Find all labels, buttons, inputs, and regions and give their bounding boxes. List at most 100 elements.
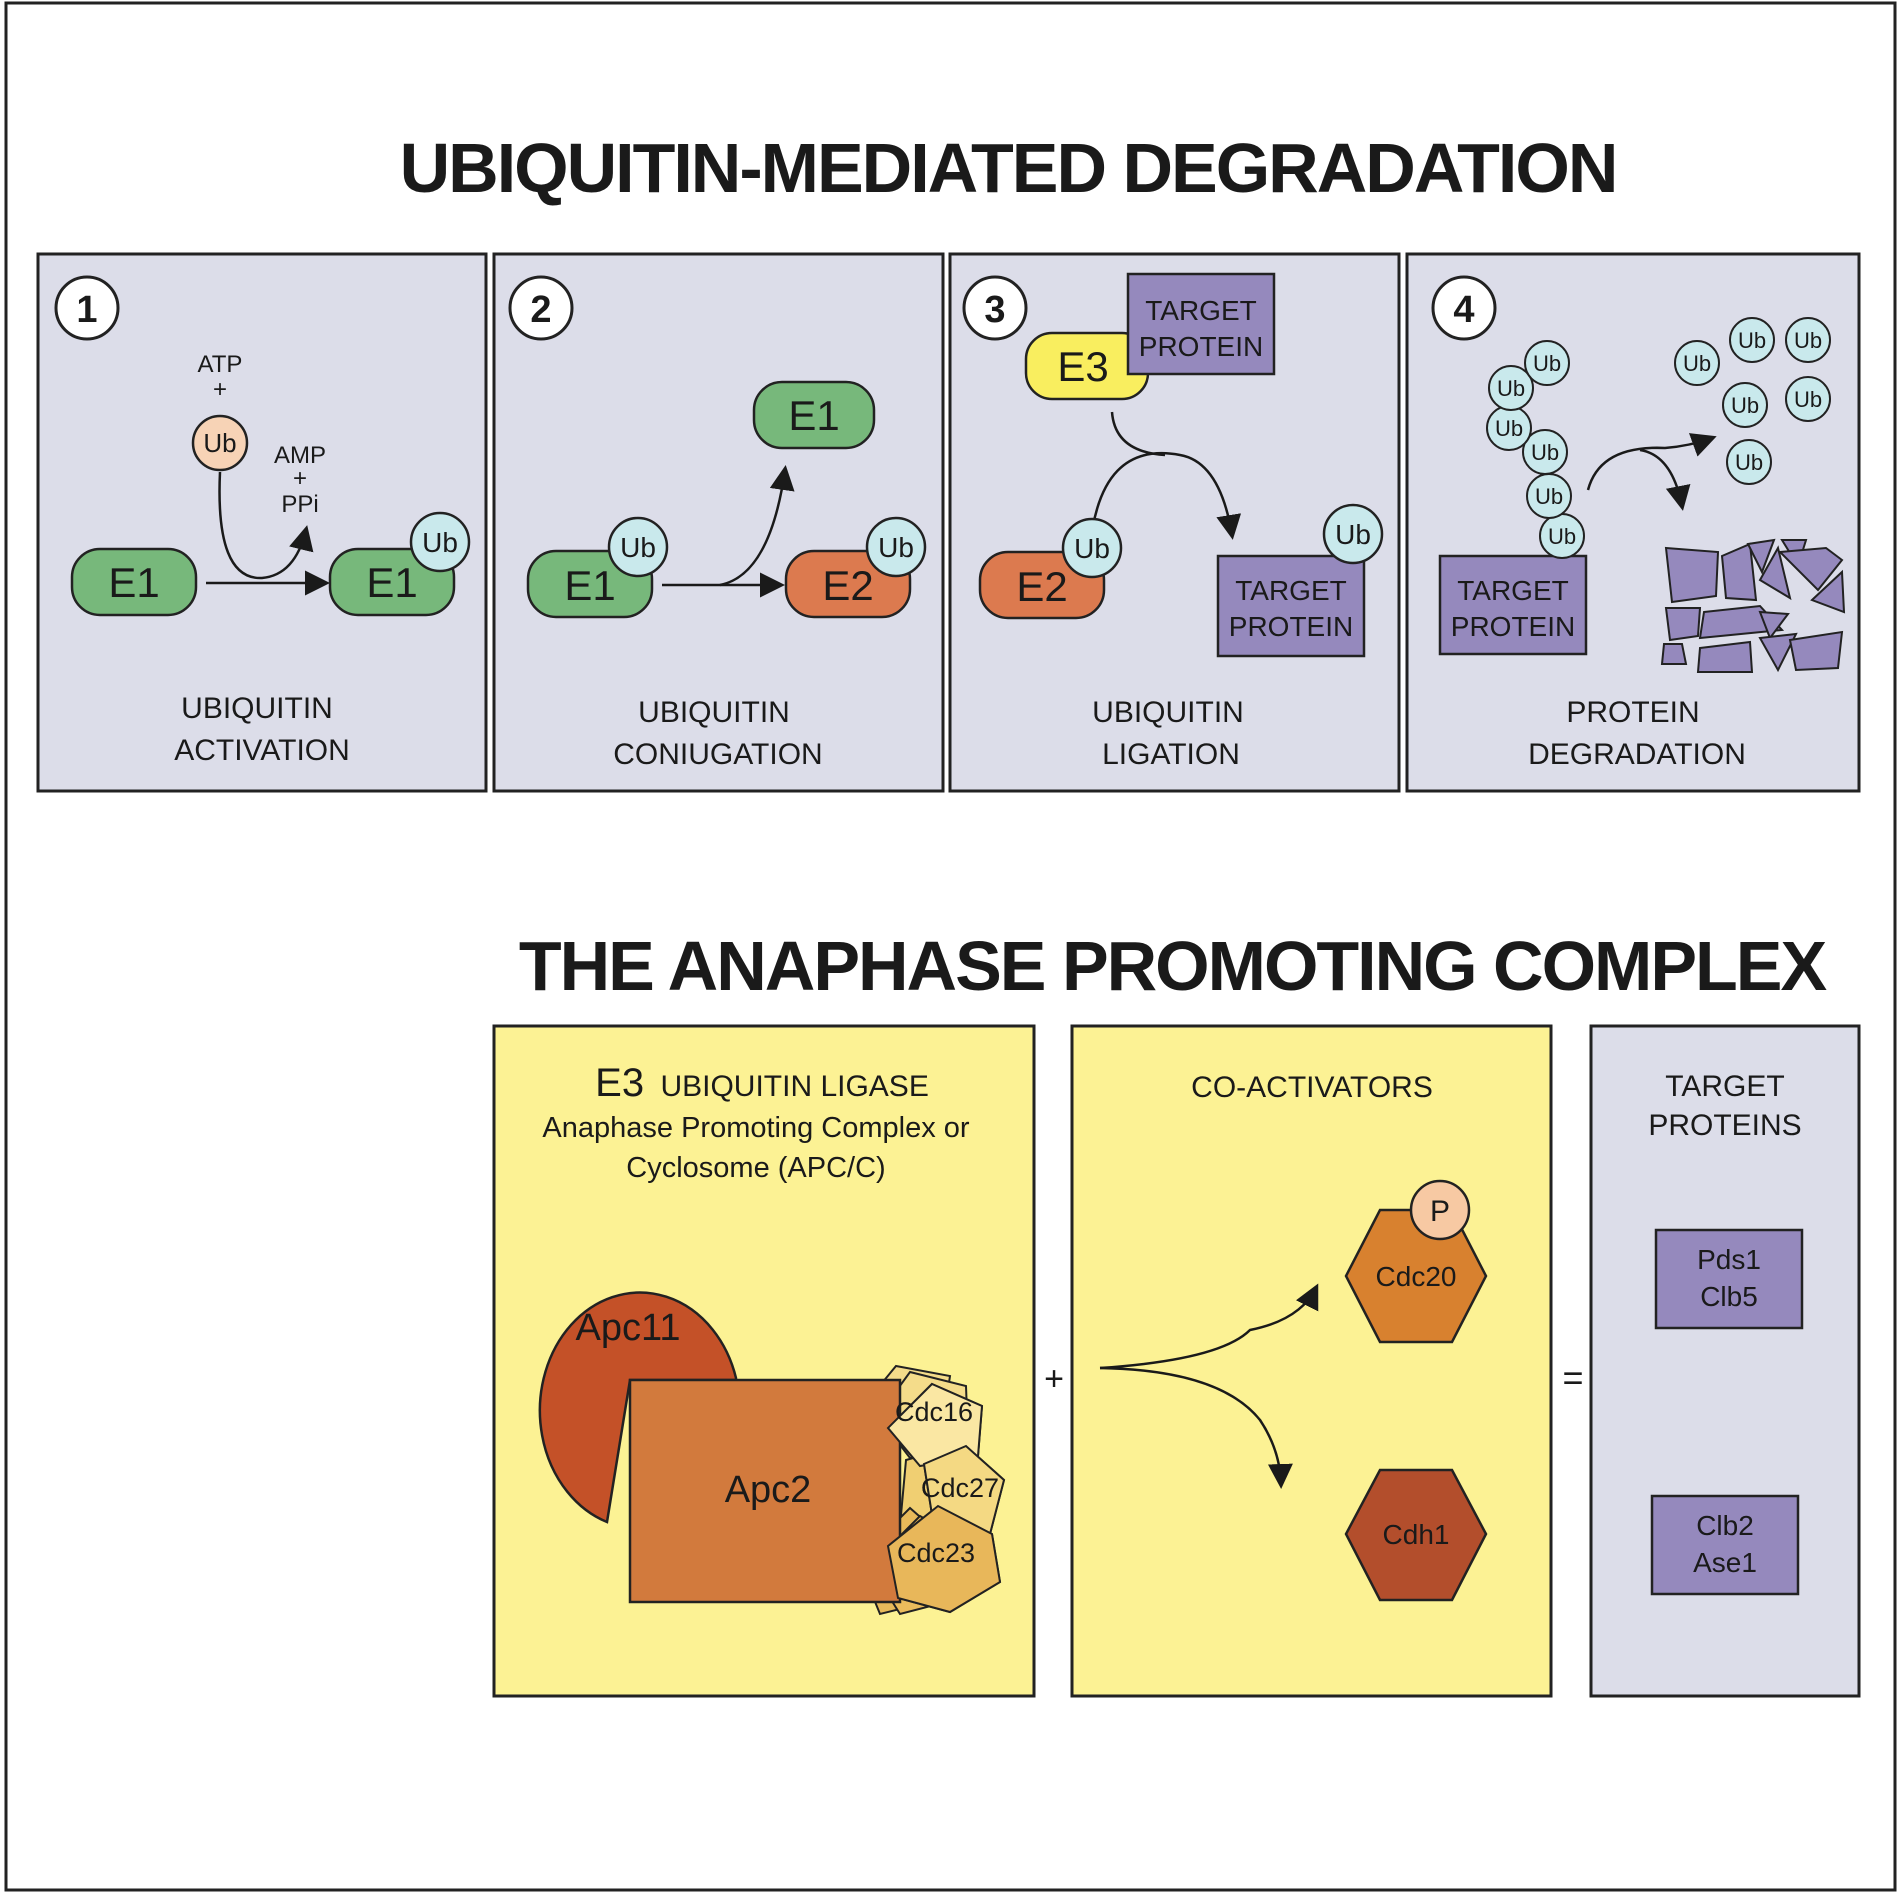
target-protein (1438, 554, 1588, 656)
e1-enzyme-top (752, 380, 876, 450)
ub-to-e1-arrow (218, 471, 314, 580)
ubiquitin-free-label: Ub (203, 428, 236, 458)
degradation-arrow-up (1586, 433, 1717, 491)
cdh1-coactivator (1344, 1468, 1488, 1602)
ligase-e3: E3 (595, 1061, 644, 1105)
coactivators-title: CO-ACTIVATORS (1191, 1071, 1433, 1104)
panel-ubiquitin-activation: 1 ATP + Ub AMP + PPi E1 E1 Ub UBIQUITIN … (36, 252, 488, 793)
free-ub-label: Ub (1683, 351, 1711, 376)
protein-fragments (1660, 538, 1846, 673)
ase1-label: Ase1 (1693, 1547, 1757, 1578)
target-top-line1: TARGET (1145, 295, 1256, 326)
cdh1-label: Cdh1 (1383, 1519, 1450, 1550)
ubiquitin-on-e1-label: Ub (620, 532, 656, 563)
e2-label: E2 (822, 562, 873, 609)
e3-label: E3 (1057, 343, 1108, 390)
free-ub-label: Ub (1738, 328, 1766, 353)
ubiquitin-on-e2 (865, 516, 927, 578)
polyubiquitin-chain: Ub Ub Ub Ub Ub Ub (1486, 340, 1585, 559)
atp-label: ATP (198, 351, 243, 378)
e1-label-left: E1 (564, 562, 615, 609)
clb2-label: Clb2 (1696, 1510, 1754, 1541)
equals-sign: = (1562, 1357, 1583, 1398)
ubiquitin-on-e2 (1061, 517, 1123, 579)
targets-title-line1: TARGET (1665, 1070, 1784, 1103)
amp-label: AMP (274, 442, 326, 469)
cdc23-front-label: Cdc23 (897, 1538, 975, 1568)
e2-label: E2 (1016, 563, 1067, 610)
chain-ub-label: Ub (1535, 484, 1563, 509)
caption-line2: ACTIVATION (174, 734, 350, 767)
free-ub-label: Ub (1794, 328, 1822, 353)
ubiquitin-on-e1 (607, 516, 669, 578)
chain-ub-label: Ub (1548, 524, 1576, 549)
chain-ub-label: Ub (1533, 351, 1561, 376)
coactivators-panel: CO-ACTIVATORS Cdc20 P Cdh1 (1070, 1024, 1553, 1698)
ubiquitin-on-target-label: Ub (1335, 519, 1371, 550)
caption-line1: UBIQUITIN (1092, 696, 1244, 729)
e1-label-top: E1 (788, 392, 839, 439)
branch-arrow-down (1099, 1366, 1293, 1489)
degradation-arrow-down (1639, 448, 1691, 511)
atp-plus: + (213, 376, 227, 403)
free-ub-label: Ub (1735, 450, 1763, 475)
apc11-subunit (538, 1291, 738, 1524)
ligation-arrow (1088, 451, 1242, 549)
clb5-label: Clb5 (1700, 1281, 1758, 1312)
target-line1: TARGET (1457, 575, 1568, 606)
target-bottom-line1: TARGET (1235, 575, 1346, 606)
ubiquitin-on-e2-label: Ub (1074, 533, 1110, 564)
cdc23-front (886, 1504, 1002, 1614)
step-number-badge (54, 275, 120, 341)
panel-ubiquitin-conjugation: 2 E1 E1 Ub E2 Ub UBIQUITIN CONIUGATION (492, 252, 945, 793)
ligase-subtitle-line2: Cyclosome (APC/C) (626, 1152, 885, 1184)
caption-line1: UBIQUITIN (181, 692, 333, 725)
step-number-badge (508, 275, 574, 341)
free-ub-label: Ub (1794, 387, 1822, 412)
step-number: 4 (1453, 289, 1474, 331)
caption-line2: LIGATION (1102, 738, 1240, 771)
e1-release-arrow (719, 465, 795, 587)
amp-plus: + (293, 465, 307, 492)
e3-to-target-arrow (1110, 411, 1166, 457)
step-number: 2 (530, 289, 551, 331)
panel-protein-degradation: 4 TARGET PROTEIN Ub Ub Ub Ub Ub Ub Ub Ub (1405, 252, 1861, 793)
cdc16-front-label: Cdc16 (895, 1397, 973, 1427)
main-title-apc: THE ANAPHASE PROMOTING COMPLEX (519, 927, 1828, 1005)
target-top-line2: PROTEIN (1139, 331, 1263, 362)
caption-line2: DEGRADATION (1528, 738, 1746, 771)
plus-sign: + (1044, 1360, 1064, 1398)
caption-line2: CONIUGATION (613, 738, 822, 771)
ligase-subtitle-line1: Anaphase Promoting Complex or (542, 1112, 970, 1144)
main-title-degradation: UBIQUITIN-MEDIATED DEGRADATION (400, 129, 1617, 207)
phosphate-group (1409, 1179, 1471, 1241)
ubiquitin-bound (409, 511, 471, 573)
pds1-label: Pds1 (1697, 1244, 1761, 1275)
ligase-heading: E3 UBIQUITIN LIGASE (595, 1061, 929, 1105)
target-bottom-line2: PROTEIN (1229, 611, 1353, 642)
ubiquitin-free (191, 414, 249, 472)
cdc27-front-label: Cdc27 (921, 1473, 999, 1503)
step-number-badge (1431, 275, 1497, 341)
chain-ub-label: Ub (1497, 376, 1525, 401)
step-number: 3 (984, 289, 1005, 331)
ppi-label: PPi (281, 491, 318, 518)
target-protein-ubiquitinated (1216, 554, 1366, 658)
e1-label-left: E1 (108, 559, 159, 606)
chain-ub-label: Ub (1531, 440, 1559, 465)
step-number: 1 (76, 289, 97, 331)
targets-title-line2: PROTEINS (1648, 1109, 1801, 1142)
branch-arrow-up (1099, 1283, 1319, 1370)
e3-ligase-panel: E3 UBIQUITIN LIGASE Anaphase Promoting C… (492, 1024, 1036, 1698)
released-ubiquitins: Ub Ub Ub Ub Ub Ub (1674, 317, 1831, 485)
ubiquitin-on-e2-label: Ub (878, 532, 914, 563)
caption-line1: UBIQUITIN (638, 696, 790, 729)
caption-line1: PROTEIN (1566, 696, 1699, 729)
cdc20-label: Cdc20 (1376, 1261, 1457, 1292)
free-ub-label: Ub (1731, 393, 1759, 418)
ubiquitin-bound-label: Ub (422, 527, 458, 558)
ligase-title: UBIQUITIN LIGASE (660, 1070, 928, 1103)
phosphate-label: P (1430, 1195, 1450, 1228)
target-box-clb2-ase1 (1650, 1494, 1800, 1596)
